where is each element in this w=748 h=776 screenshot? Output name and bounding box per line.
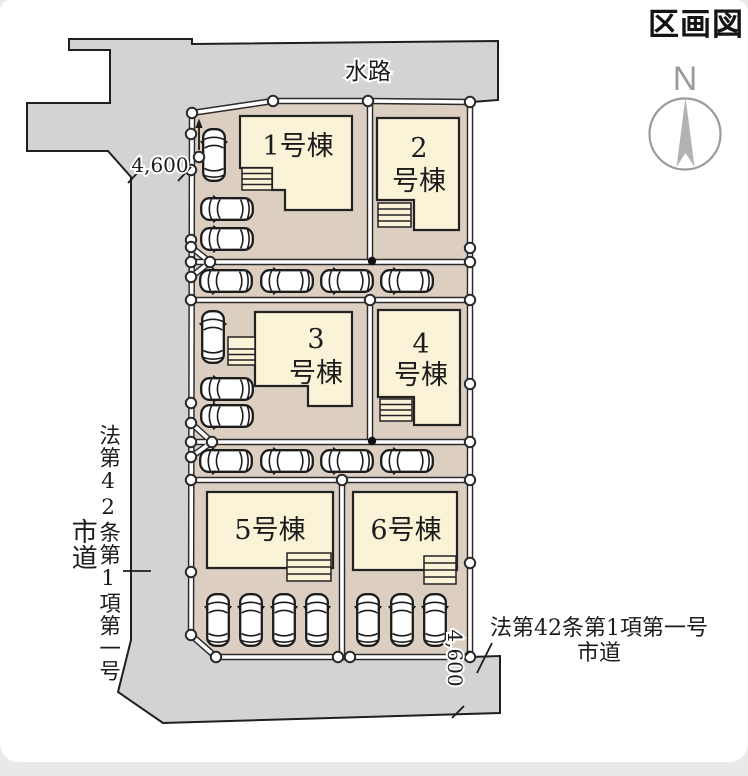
- car-icon: [200, 194, 254, 224]
- plan-title: 区画図: [648, 7, 744, 42]
- building-4-label: 4: [412, 329, 429, 360]
- building-2-label: 号棟: [392, 166, 446, 197]
- car-icon: [200, 401, 254, 431]
- boundary-dot-icon: [367, 256, 377, 266]
- building-2-steps-icon: [377, 202, 412, 228]
- entry-arrow-icon: [195, 118, 203, 150]
- survey-point-icon: [463, 95, 477, 109]
- survey-point-icon: [184, 396, 198, 410]
- survey-point-icon: [184, 127, 198, 141]
- building-3-steps-icon: [227, 336, 256, 366]
- car-icon: [320, 266, 374, 296]
- boundary-dot-icon: [367, 436, 377, 446]
- survey-point-icon: [184, 240, 198, 254]
- survey-point-icon: [463, 556, 477, 570]
- west-road-width-label: 4,600: [131, 153, 188, 177]
- south-road-width-label: 4,600: [443, 629, 467, 686]
- survey-point-icon: [463, 255, 477, 269]
- survey-point-icon: [361, 94, 375, 108]
- dimension-marks: [123, 166, 493, 719]
- survey-point-icon: [185, 106, 199, 120]
- building-4-steps-icon: [379, 398, 413, 422]
- building-2-footprint: [375, 116, 461, 232]
- road-surface: [26, 38, 501, 725]
- north-arrow-icon: [676, 97, 695, 167]
- survey-point-icon: [266, 94, 280, 108]
- west-road-caption: 法第42条第1項第一号: [95, 424, 121, 682]
- survey-point-icon: [184, 450, 198, 464]
- building-6-steps-icon: [423, 555, 457, 585]
- building-5-footprint: [205, 490, 335, 570]
- buildings: [205, 114, 462, 585]
- survey-point-icon: [463, 377, 477, 391]
- building-1-label: 1号棟: [262, 131, 333, 162]
- survey-point-icon: [184, 473, 198, 487]
- building-5-label: 5号棟: [234, 515, 305, 546]
- car-icon: [387, 593, 417, 647]
- survey-point-icon: [184, 435, 198, 449]
- survey-point-icon: [205, 435, 219, 449]
- survey-point-icon: [335, 473, 349, 487]
- building-3-label: 3: [307, 324, 324, 355]
- survey-point-icon: [184, 293, 198, 307]
- survey-point-icon: [343, 650, 357, 664]
- survey-point-icon: [463, 293, 477, 307]
- north-label: N: [673, 60, 698, 98]
- building-2-label: 2: [410, 133, 427, 164]
- survey-point-icon: [184, 628, 198, 642]
- building-6-footprint: [351, 490, 459, 572]
- south-road-caption-line: 法第42条第1項第一号: [490, 616, 708, 641]
- car-icon: [380, 446, 434, 476]
- survey-point-icon: [192, 150, 206, 164]
- car-icon: [200, 224, 254, 254]
- car-icon: [203, 593, 233, 647]
- car-icon: [199, 446, 253, 476]
- survey-point-icon: [363, 293, 377, 307]
- car-icon: [269, 593, 299, 647]
- survey-point-icon: [203, 255, 217, 269]
- survey-point-icon: [184, 163, 198, 177]
- survey-point-icon: [184, 270, 198, 284]
- car-icon: [353, 593, 383, 647]
- building-6-label: 6号棟: [370, 515, 441, 546]
- car-icon: [320, 446, 374, 476]
- south-road-caption: 法第42条第1項第一号 市道: [460, 616, 738, 666]
- car-icon: [236, 593, 266, 647]
- compass-icon: N: [648, 60, 722, 171]
- car-icon: [199, 128, 229, 182]
- building-4-label: 号棟: [394, 360, 448, 391]
- building-1-steps-icon: [241, 167, 273, 191]
- survey-point-icon: [463, 241, 477, 255]
- car-icon: [199, 266, 253, 296]
- car-icon: [198, 310, 228, 364]
- building-4-footprint: [376, 308, 462, 427]
- west-road-type-label: 市道: [67, 518, 98, 570]
- survey-point-icon: [209, 650, 223, 664]
- waterway-label: 水路: [345, 59, 391, 85]
- survey-points: [184, 94, 477, 664]
- car-icon: [260, 266, 314, 296]
- building-5-steps-icon: [286, 552, 332, 582]
- car-icon: [380, 266, 434, 296]
- car-icon: [200, 374, 254, 404]
- car-icon: [260, 446, 314, 476]
- survey-point-icon: [184, 416, 198, 430]
- south-road-type-label: 市道: [576, 641, 621, 666]
- survey-point-icon: [463, 435, 477, 449]
- survey-point-icon: [463, 473, 477, 487]
- survey-point-icon: [331, 650, 345, 664]
- car-icon: [302, 593, 332, 647]
- survey-point-icon: [184, 255, 198, 269]
- building-3-footprint: [253, 310, 354, 408]
- survey-point-icon: [184, 565, 198, 579]
- building-3-label: 号棟: [289, 358, 343, 389]
